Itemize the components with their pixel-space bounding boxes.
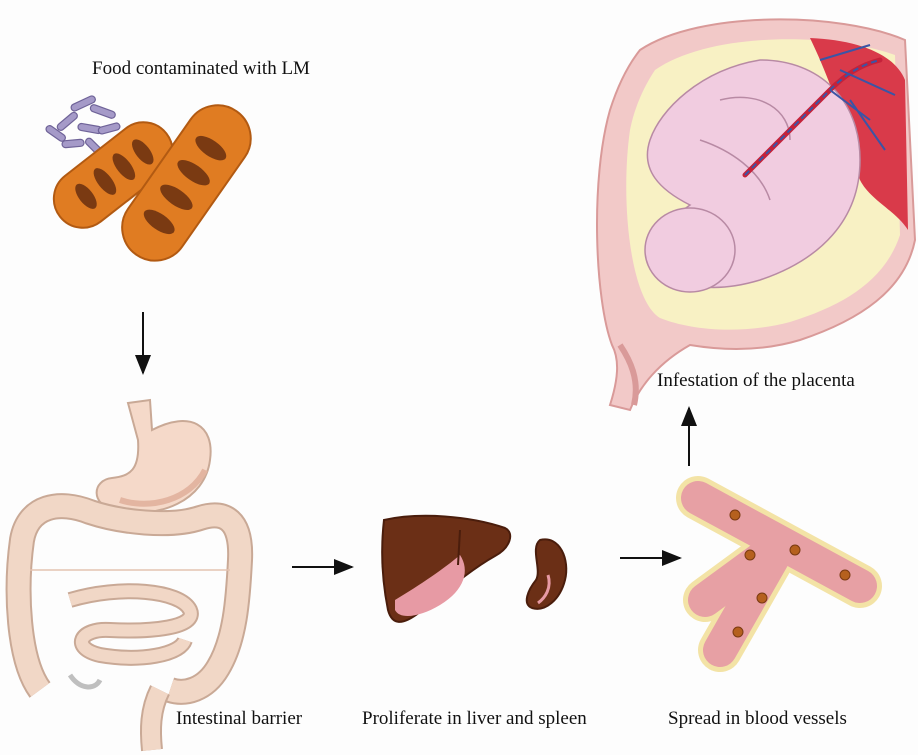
blood-vessel-icon: [698, 498, 860, 650]
label-intestinal-barrier: Intestinal barrier: [176, 708, 302, 730]
liver-icon: [382, 516, 510, 622]
label-placenta: Infestation of the placenta: [657, 370, 855, 392]
label-blood-vessels: Spread in blood vessels: [668, 708, 847, 730]
spleen-icon: [527, 539, 567, 608]
label-food: Food contaminated with LM: [92, 58, 310, 80]
fetus-uterus-icon: [597, 19, 915, 410]
digestive-tract-icon: [19, 400, 241, 750]
label-liver-spleen: Proliferate in liver and spleen: [362, 708, 587, 730]
